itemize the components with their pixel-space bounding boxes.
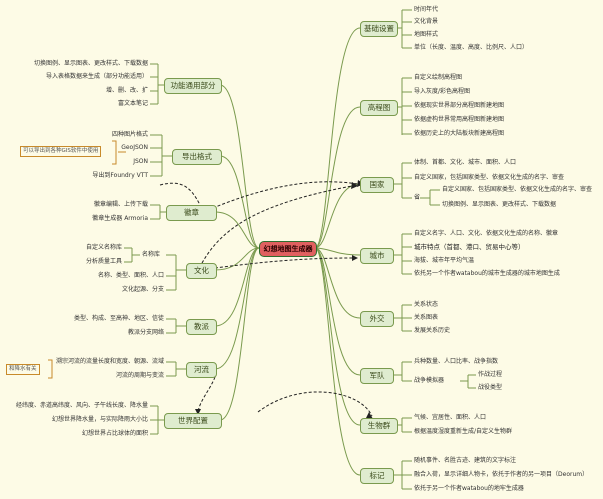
list-item: JSON xyxy=(133,158,148,165)
list-item: 溯宗河流的流量长度和宽度、朝源、流域 xyxy=(55,358,164,365)
list-item: 导入灰度/彩色高程图 xyxy=(414,88,471,95)
list-item: 自定义名字、人口、文化、依据文化生成的名称、徽章 xyxy=(414,230,559,237)
list-item: 地图样式 xyxy=(414,31,439,38)
subtopic-name-library: 名称库 xyxy=(142,251,161,258)
list-item: 发展关系历史 xyxy=(414,327,451,334)
node-markers[interactable]: 标记 xyxy=(360,468,394,484)
list-item: 类型、构成、至高神、地区、信徒 xyxy=(73,315,164,322)
list-item: 切换图例、显示图表、更改样式、下载数据 xyxy=(442,201,557,208)
relation-arrow xyxy=(199,257,353,271)
node-export-formats[interactable]: 导出格式 xyxy=(172,149,222,165)
list-item: 幻想世界降水量，与实际降雨大小比 xyxy=(51,416,148,423)
list-item: 自定义名称库 xyxy=(85,244,122,251)
list-item: 融合入荷，显示详细人物卡，依托于作者的另一项目（Deorum） xyxy=(414,471,589,478)
list-item: 幻想世界占比球体的面积 xyxy=(81,430,148,437)
relation-arrow xyxy=(159,182,201,206)
list-item: 文化起源、分支 xyxy=(121,286,164,293)
list-item: 四种图片格式 xyxy=(111,131,148,138)
list-item: 徽章生成器 Armoria xyxy=(92,215,148,222)
list-item: 增、删、改、扩 xyxy=(105,87,148,94)
branch-line xyxy=(214,211,260,249)
list-item: 体制、首都、文化、城市、面积、人口 xyxy=(414,159,517,166)
list-item: 自定义国家，包括国家类型、依据文化生成的名字、审查 xyxy=(414,174,565,181)
relation-arrow xyxy=(189,181,359,219)
branch-line xyxy=(314,247,361,256)
list-item: 导入表格数据来生成（部分功能适用） xyxy=(45,73,148,80)
relation-arrow xyxy=(201,185,353,264)
list-item: 关系图表 xyxy=(414,314,439,321)
branch-line xyxy=(219,155,260,249)
list-item: 城市特点（首都、港口、贸易中心等） xyxy=(414,243,525,251)
relation-arrow xyxy=(257,391,373,417)
list-item: 依托另一个作者watabou的城市生成器的城市地图生成 xyxy=(414,270,560,277)
relation-arrow xyxy=(197,376,216,413)
list-item: 分析质量工具 xyxy=(85,258,122,265)
node-basic-settings[interactable]: 基础设置 xyxy=(360,21,398,37)
list-item: 导出到Foundry VTT xyxy=(92,172,148,179)
list-item: 海拔、城市年平均气温 xyxy=(414,257,475,264)
branch-line xyxy=(314,247,361,476)
branch-line xyxy=(214,247,260,370)
node-culture[interactable]: 文化 xyxy=(186,263,217,279)
list-item: 关系状态 xyxy=(414,301,439,308)
list-item: 根据温度湿度重新生成/自定义生物群 xyxy=(414,428,513,435)
list-item: 随机事件、名胜古迹、建筑的文字标注 xyxy=(414,457,517,464)
list-item: 文化背景 xyxy=(414,18,439,25)
list-item: 兵种数量、人口比率、战争指数 xyxy=(414,358,499,365)
node-common-functions[interactable]: 功能通用部分 xyxy=(164,78,222,94)
callout-precipitation-note: 和降水有关 xyxy=(6,364,40,375)
list-item: 依据虚构世界常用高程图新建地图 xyxy=(414,116,505,123)
list-item: 教派分支网络 xyxy=(127,329,164,336)
branch-line xyxy=(214,247,260,271)
central-topic[interactable]: 幻想地图生成器 xyxy=(259,241,317,257)
list-item: 战争模拟器 xyxy=(414,377,445,384)
branch-line xyxy=(219,84,260,249)
node-diplomacy[interactable]: 外交 xyxy=(360,311,394,327)
node-rivers[interactable]: 河流 xyxy=(186,362,217,378)
list-item: 富文本笔记 xyxy=(117,100,148,107)
list-item: 自定义绘制高程图 xyxy=(414,74,463,81)
node-religions[interactable]: 教派 xyxy=(186,319,217,335)
callout-gis-note: 可以导出到各种GIS软件中使用 xyxy=(20,146,102,157)
branch-line xyxy=(314,247,361,319)
branch-line xyxy=(314,247,361,376)
list-item: 战役类型 xyxy=(478,384,503,391)
list-item: 河流的周期与变流 xyxy=(115,372,164,379)
list-item: 气候、宜居性、面积、人口 xyxy=(414,414,487,421)
branch-line xyxy=(214,247,260,327)
branch-line xyxy=(314,106,361,249)
list-item: 徽章编辑、上传下载 xyxy=(93,201,148,208)
list-item: 经纬度、赤道高纬度、风向、子午线长度、降水量 xyxy=(15,402,148,409)
list-item: 依据历史上的大陆板块新建高程图 xyxy=(414,130,505,137)
node-emblems[interactable]: 徽章 xyxy=(166,205,217,221)
branch-line xyxy=(314,183,361,249)
branch-line xyxy=(314,27,361,249)
node-biomes[interactable]: 生物群 xyxy=(360,418,398,434)
branch-line xyxy=(314,247,361,426)
node-heightmap[interactable]: 高程图 xyxy=(360,100,398,116)
list-item: 依据现实世界部分高程图新建地图 xyxy=(414,102,505,109)
list-item: 时间年代 xyxy=(414,6,439,13)
list-item: GeoJSON xyxy=(121,144,148,151)
node-cities[interactable]: 城市 xyxy=(360,248,394,264)
list-item: 依托于另一个作者watabou的地牢生成器 xyxy=(414,485,524,492)
node-military[interactable]: 军队 xyxy=(360,368,394,384)
list-item: 切换图例、显示图表、更改样式、下载数据 xyxy=(33,60,148,67)
branch-line xyxy=(219,247,260,421)
list-item: 作战过程 xyxy=(478,371,503,378)
subtopic-provinces: 省 xyxy=(414,194,421,201)
node-world-config[interactable]: 世界配置 xyxy=(164,413,222,429)
list-item: 自定义国家、包括国家类型、依据文化生成的名字、审查 xyxy=(442,186,593,193)
node-states[interactable]: 国家 xyxy=(360,177,394,193)
list-item: 名称、类型、面积、人口 xyxy=(97,272,164,279)
list-item: 单位（长度、温度、高度、比例尺、人口） xyxy=(414,44,529,51)
